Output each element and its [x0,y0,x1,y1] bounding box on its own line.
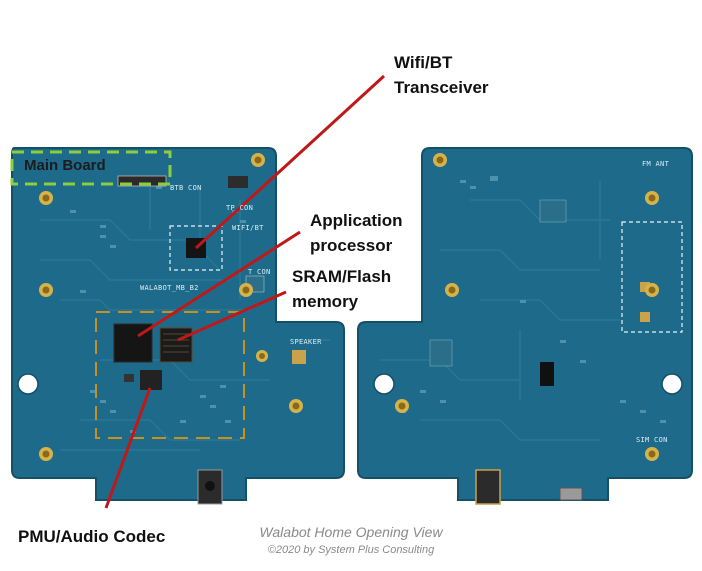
sram-flash-chip [159,327,193,363]
caption-title: Walabot Home Opening View [259,524,443,540]
callout-line-wifi [194,74,386,250]
silk-t-con: T CON [248,268,271,276]
btb-connector [117,175,167,187]
wifi-module-outline [169,225,223,271]
right-board [357,147,693,505]
board-hole [17,373,39,395]
callout-line-pmu [104,387,152,509]
tp-connector [228,176,248,188]
callout-pmu-audio-codec: PMU/Audio Codec [18,527,166,546]
pmu-audio-codec-chip [140,370,162,390]
callout-lines [104,74,386,509]
silk-fm-ant: FM ANT [642,160,670,168]
application-processor-chip [113,323,153,363]
callout-wifi-bt: Wifi/BT Transceiver [394,53,489,97]
callout-line-memory [177,290,287,342]
silk-tp-con: TP CON [226,204,254,212]
mounting-holes-left [39,153,303,461]
shield-frame [95,311,245,439]
usb-connector [559,487,583,501]
mounting-holes-right [395,153,659,461]
callout-sram-flash: SRAM/Flash memory [292,267,392,311]
silk-speaker: SPEAKER [290,338,322,346]
callout-line-processor [137,230,301,338]
silk-sim-con: SIM CON [636,436,668,444]
audio-jack-back [475,469,501,505]
main-board-highlight [10,150,172,186]
left-board [10,147,345,505]
silk-board-id: WALABOT_MB_B2 [140,284,199,292]
caption-copyright: ©2020 by System Plus Consulting [267,544,435,556]
speaker-pad [292,350,306,364]
rf-module-outline [621,221,683,333]
main-board-label: Main Board [24,157,106,174]
callout-application-processor: Application processor [310,211,403,255]
silk-btb-con: BTB CON [170,184,202,192]
silk-wifi-bt: WIFI/BT [232,224,264,232]
back-chip [540,362,554,386]
